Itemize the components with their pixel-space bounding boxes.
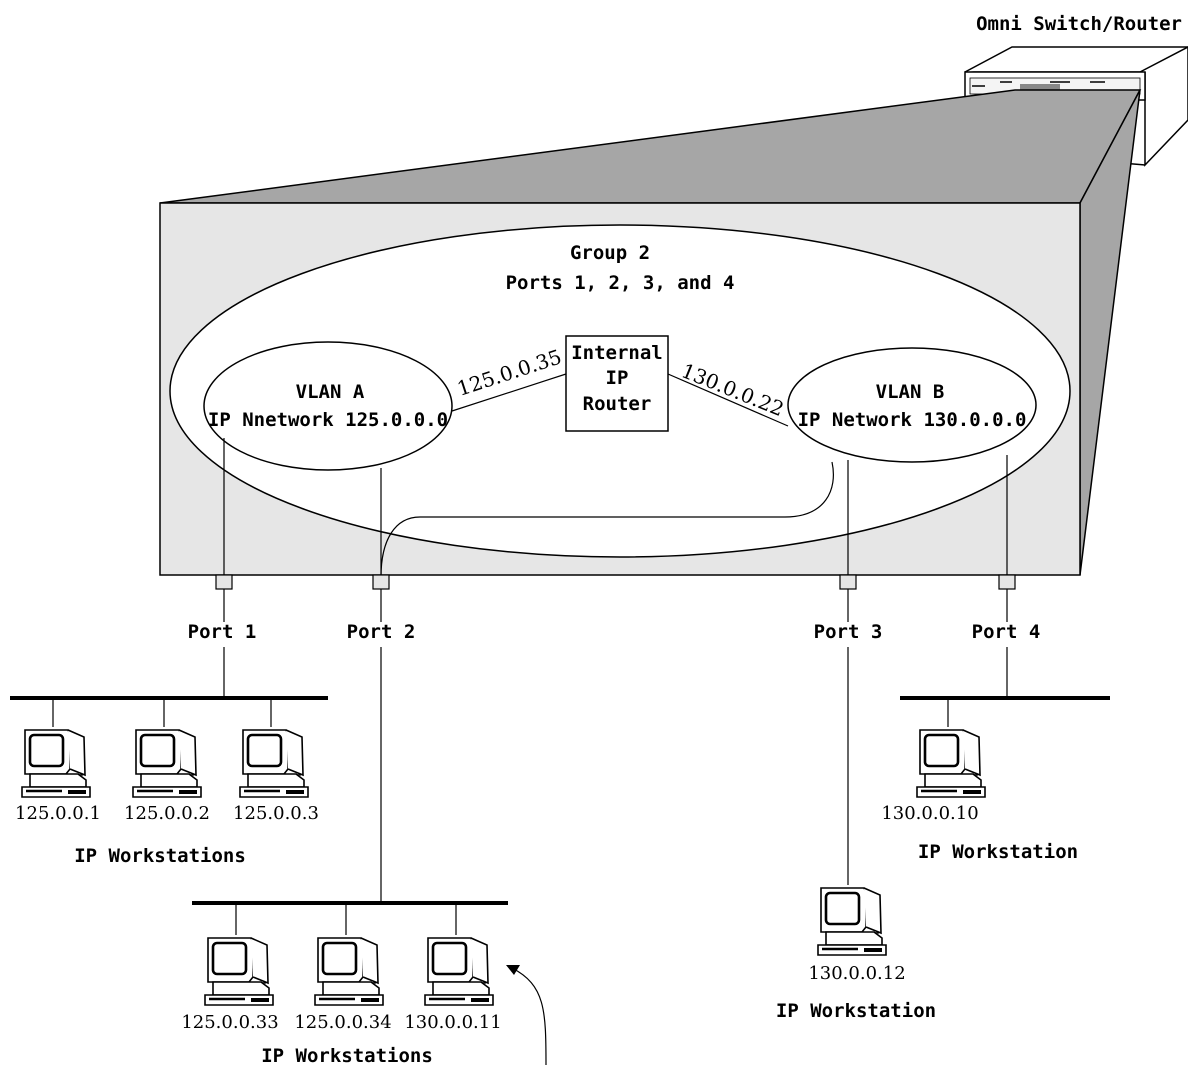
port-2-segment: 125.0.0.33 125.0.0.34 130.0.0.11 IP Work… <box>181 901 547 1065</box>
vlan-a-network: IP Nnetwork 125.0.0.0 <box>208 409 448 431</box>
port-3-label: Port 3 <box>814 621 883 643</box>
vlan-a-ellipse <box>203 341 453 471</box>
vlan-a-name: VLAN A <box>296 381 365 403</box>
vlan-b-port2-link <box>380 461 834 578</box>
vlan-a-router-link <box>451 373 567 412</box>
internal-ip-router-box <box>565 335 669 432</box>
ip-label: 130.0.0.12 <box>808 963 905 984</box>
port-4-label: Port 4 <box>972 621 1041 643</box>
workstation-icon <box>203 936 275 1007</box>
router-label-1: Internal <box>571 342 663 364</box>
group-ports: Ports 1, 2, 3, and 4 <box>506 272 735 294</box>
workstation-icon <box>238 728 310 799</box>
arrow-line <box>511 967 547 1065</box>
ip-label: 125.0.0.33 <box>181 1012 278 1033</box>
ip-label: 125.0.0.1 <box>15 803 101 824</box>
ip-label: 125.0.0.34 <box>294 1012 391 1033</box>
vlan-b-ellipse <box>787 347 1037 463</box>
port-1-segment: 125.0.0.1 125.0.0.2 125.0.0.3 IP Worksta… <box>10 696 328 867</box>
vlan-b-name: VLAN B <box>876 381 945 403</box>
workstation-icon <box>313 936 385 1007</box>
segment-caption: IP Workstations <box>74 845 246 867</box>
segment-caption: IP Workstations <box>261 1045 433 1065</box>
port-connectors <box>215 574 1016 590</box>
vlan-b-router-link <box>667 373 789 427</box>
workstation-icon <box>423 936 495 1007</box>
workstation-icon <box>131 728 203 799</box>
top-face <box>159 89 1142 204</box>
arrow-head-icon <box>506 965 520 975</box>
port-3-segment: 130.0.0.12 IP Workstation <box>776 886 936 1022</box>
segment-caption: IP Workstation <box>918 841 1078 863</box>
ip-label: 130.0.0.10 <box>881 803 978 824</box>
port-4-segment: 130.0.0.10 IP Workstation <box>881 696 1110 863</box>
router-label-2: IP <box>606 367 629 389</box>
ip-label: 125.0.0.2 <box>124 803 210 824</box>
segment-caption: IP Workstation <box>776 1000 936 1022</box>
router-label-3: Router <box>583 393 652 415</box>
ip-label: 130.0.0.11 <box>404 1012 501 1033</box>
group-title: Group 2 <box>570 242 650 264</box>
workstation-icon <box>915 728 987 799</box>
vlan-b-network: IP Network 130.0.0.0 <box>798 409 1027 431</box>
port-1-label: Port 1 <box>188 621 257 643</box>
workstation-icon <box>816 886 888 957</box>
port-2-label: Port 2 <box>347 621 416 643</box>
device-title: Omni Switch/Router <box>976 13 1182 35</box>
ip-label: 125.0.0.3 <box>233 803 319 824</box>
workstation-icon <box>20 728 92 799</box>
